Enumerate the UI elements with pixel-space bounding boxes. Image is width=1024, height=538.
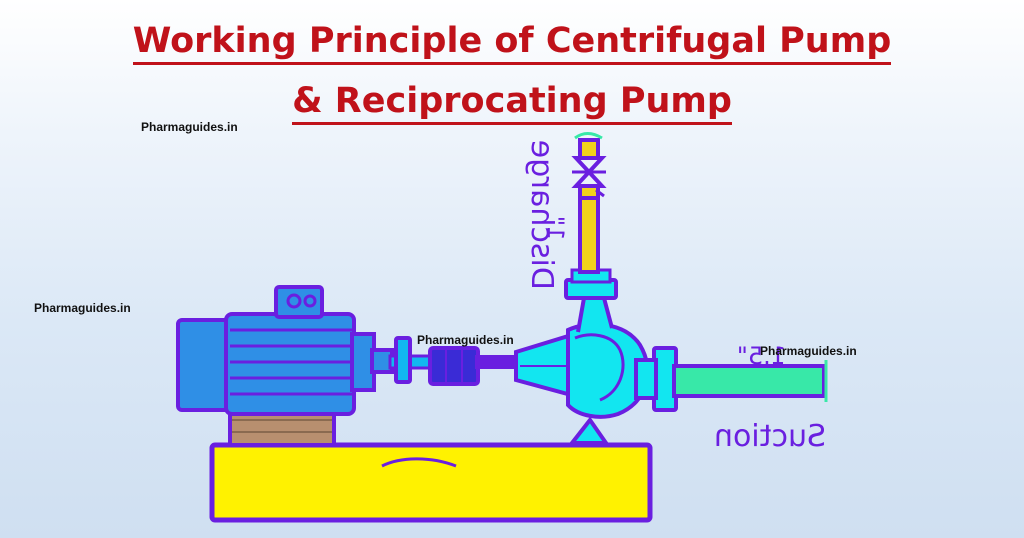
watermark-center: Pharmaguides.in — [417, 333, 514, 347]
suction-label: Suction — [714, 419, 826, 454]
page-subtitle: & Reciprocating Pump — [0, 80, 1024, 125]
suction-pipe — [672, 364, 826, 398]
motor-end-cap — [176, 318, 232, 412]
discharge-pipe — [578, 194, 600, 274]
watermark-top: Pharmaguides.in — [141, 120, 238, 134]
coupling — [428, 346, 480, 386]
pump-shaft — [475, 355, 519, 369]
discharge-label: Discharge — [524, 140, 559, 290]
base-plate — [209, 442, 653, 523]
watermark-left: Pharmaguides.in — [34, 301, 131, 315]
suction-size-label: 1.5" — [737, 342, 786, 370]
pump-support — [567, 416, 610, 445]
discharge-size-label: 1" — [542, 216, 567, 240]
discharge-neck — [576, 296, 614, 333]
watermark-right: Pharmaguides.in — [760, 344, 857, 358]
page-title: Working Principle of Centrifugal Pump — [0, 20, 1024, 65]
base-mark — [381, 457, 457, 468]
